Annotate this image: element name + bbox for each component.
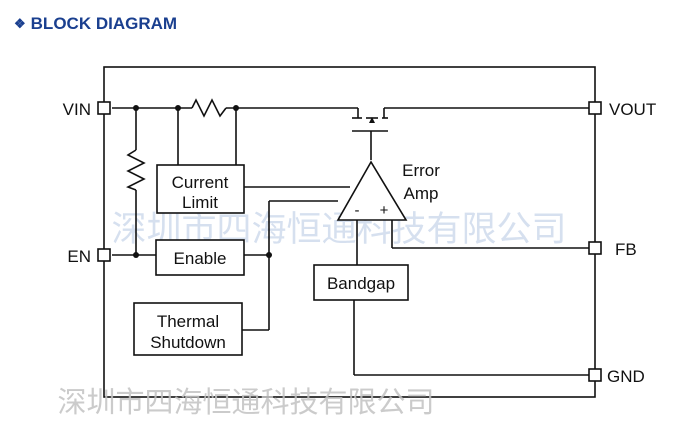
chip-outline	[103, 66, 596, 398]
thermal-label-1: Thermal	[157, 312, 219, 331]
gnd-pin-square	[588, 368, 602, 382]
vin-pin-square	[97, 101, 111, 115]
junction-dot	[233, 105, 239, 111]
error-amp-label-2: Amp	[404, 184, 439, 203]
thermal-shutdown-block	[133, 302, 243, 356]
pin-squares	[97, 101, 602, 382]
plus-input-label: +	[380, 202, 389, 219]
junction-dot	[133, 105, 139, 111]
thermal-label-2: Shutdown	[150, 333, 226, 352]
fb-pin-label: FB	[615, 240, 637, 259]
pullup-resistor	[126, 149, 146, 191]
vout-pin-label: VOUT	[609, 100, 656, 119]
current-limit-label-1: Current	[172, 173, 229, 192]
fb-pin-square	[588, 241, 602, 255]
minus-input-label: -	[355, 202, 360, 219]
vin-pin-label: VIN	[63, 100, 91, 119]
junction-dots	[133, 105, 272, 258]
heading-title: BLOCK DIAGRAM	[30, 14, 178, 33]
fet-arrow-icon	[369, 117, 375, 123]
bandgap-label: Bandgap	[327, 274, 395, 293]
watermark-text-lower: 深圳市四海恒通科技有限公司	[57, 385, 434, 419]
en-pin-square	[97, 248, 111, 262]
blocks	[133, 164, 409, 356]
enable-block	[155, 239, 245, 276]
junction-dot	[266, 252, 272, 258]
error-amplifier	[336, 160, 408, 221]
sense-resistor	[191, 98, 227, 118]
gnd-pin-label: GND	[607, 367, 645, 386]
error-amp-label-1: Error	[402, 161, 440, 180]
en-pin-label: EN	[67, 247, 91, 266]
current-limit-block	[156, 164, 245, 214]
junction-dot	[133, 252, 139, 258]
enable-label: Enable	[174, 249, 227, 268]
bandgap-block	[313, 264, 409, 301]
current-limit-label-2: Limit	[182, 193, 218, 212]
section-heading: ❖ BLOCK DIAGRAM	[14, 14, 177, 34]
vout-pin-square	[588, 101, 602, 115]
diamond-bullet-icon: ❖	[14, 16, 26, 31]
junction-dot	[175, 105, 181, 111]
